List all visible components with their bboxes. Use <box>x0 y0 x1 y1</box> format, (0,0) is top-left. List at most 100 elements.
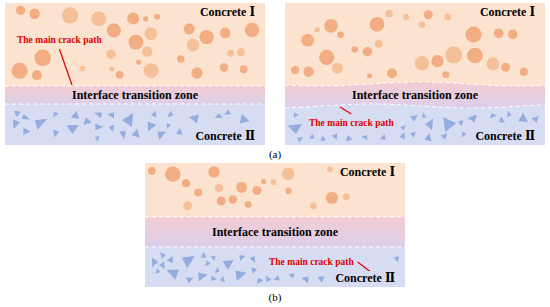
angular-aggregate <box>167 111 173 117</box>
angular-aggregate <box>287 124 302 134</box>
angular-aggregate <box>224 109 231 114</box>
angular-aggregate <box>53 130 59 138</box>
round-aggregate <box>343 193 350 200</box>
interface-lines <box>5 82 545 247</box>
round-aggregate <box>442 71 449 78</box>
angular-aggregate <box>35 119 48 130</box>
round-aggregate <box>62 7 78 23</box>
angular-aggregate <box>166 123 171 129</box>
layer-label: Concrete Ⅰ <box>198 5 257 19</box>
round-aggregate <box>194 189 202 197</box>
angular-aggregate <box>189 114 198 123</box>
angular-aggregate <box>95 136 100 142</box>
round-aggregate <box>142 46 152 56</box>
round-aggregate <box>486 57 499 70</box>
angular-aggregate <box>499 116 505 122</box>
angular-aggregate <box>158 132 166 140</box>
round-aggregate <box>116 71 124 79</box>
interface-zone: Interface transition zone <box>5 86 265 104</box>
layer-label: Concrete Ⅱ <box>473 129 537 143</box>
round-aggregate <box>285 188 291 194</box>
crack-label: The main crack path <box>16 34 103 46</box>
round-aggregate <box>220 63 228 71</box>
round-aggregate <box>16 6 25 15</box>
concrete-layer: Concrete Ⅰ <box>285 3 545 84</box>
angular-aggregate <box>182 256 195 268</box>
angular-aggregate <box>176 128 182 135</box>
round-aggregate <box>145 27 158 40</box>
angular-aggregate <box>159 261 165 268</box>
round-aggregate <box>386 10 393 17</box>
angular-aggregate <box>332 134 338 140</box>
angular-aggregate <box>155 268 160 274</box>
round-aggregate <box>182 179 190 187</box>
angular-aggregate <box>507 111 512 117</box>
angular-aggregate <box>13 119 20 129</box>
interface-dashed-line <box>285 104 545 108</box>
angular-aggregate <box>167 256 173 263</box>
round-aggregate <box>217 197 226 206</box>
round-aggregate <box>245 23 259 37</box>
angular-aggregate <box>71 111 79 119</box>
angular-aggregate <box>167 270 179 280</box>
round-aggregate <box>326 192 338 204</box>
angular-aggregate <box>223 260 234 270</box>
round-aggregate <box>467 48 483 64</box>
layer-label: Concrete Ⅰ <box>338 165 397 179</box>
round-aggregate <box>363 47 373 57</box>
round-aggregate <box>403 14 409 20</box>
angular-aggregate <box>410 132 416 138</box>
concrete-one-ground <box>145 163 405 221</box>
round-aggregate <box>107 23 121 37</box>
angular-aggregate <box>424 133 431 141</box>
round-aggregate <box>444 14 451 21</box>
angular-aggregate <box>346 135 352 141</box>
angular-aggregate <box>21 114 29 119</box>
angular-aggregate <box>220 276 225 283</box>
interface-dashed-line <box>145 217 405 218</box>
round-aggregate <box>245 201 252 208</box>
round-aggregate <box>12 63 28 79</box>
angular-aggregate <box>23 128 30 136</box>
angular-aggregate <box>318 276 325 283</box>
round-aggregate <box>127 12 139 24</box>
angular-aggregate <box>251 268 257 274</box>
angular-aggregate <box>108 112 115 118</box>
round-aggregate <box>240 65 248 73</box>
round-aggregate <box>431 55 443 67</box>
round-aggregate <box>148 167 156 175</box>
interface-dashed-line <box>5 86 265 87</box>
round-aggregate <box>508 29 518 39</box>
leader-line <box>340 107 351 114</box>
round-aggregate <box>91 11 106 26</box>
leader-lines <box>59 49 385 283</box>
round-aggregate <box>187 39 200 52</box>
angular-aggregate <box>400 132 405 140</box>
crack-label: The main crack path <box>268 256 355 268</box>
angular-aggregate <box>361 135 367 140</box>
round-aggregate <box>106 49 115 58</box>
layer-label: Concrete Ⅰ <box>478 5 537 19</box>
round-aggregate <box>184 23 195 34</box>
zone-label: Interface transition zone <box>350 88 480 102</box>
angular-aggregate <box>309 134 315 139</box>
round-aggregate <box>332 63 343 74</box>
round-aggregate <box>154 14 160 20</box>
round-aggregate <box>237 48 245 56</box>
round-aggregate <box>236 182 247 193</box>
angular-aggregate <box>462 132 466 138</box>
round-aggregate <box>34 50 51 67</box>
crack-label-anchor: The main crack path <box>268 256 355 268</box>
round-aggregate <box>220 28 231 39</box>
angular-aggregate <box>198 272 208 281</box>
round-aggregate <box>370 17 385 32</box>
concrete-one-ground <box>285 3 545 88</box>
angular-aggregate <box>205 260 211 266</box>
round-aggregate <box>215 184 223 192</box>
angular-aggregate <box>201 252 207 258</box>
angular-aggregate <box>148 122 157 132</box>
angular-aggregate <box>422 112 426 118</box>
angular-aggregate <box>122 113 133 127</box>
interface-dashed-line <box>285 82 545 86</box>
